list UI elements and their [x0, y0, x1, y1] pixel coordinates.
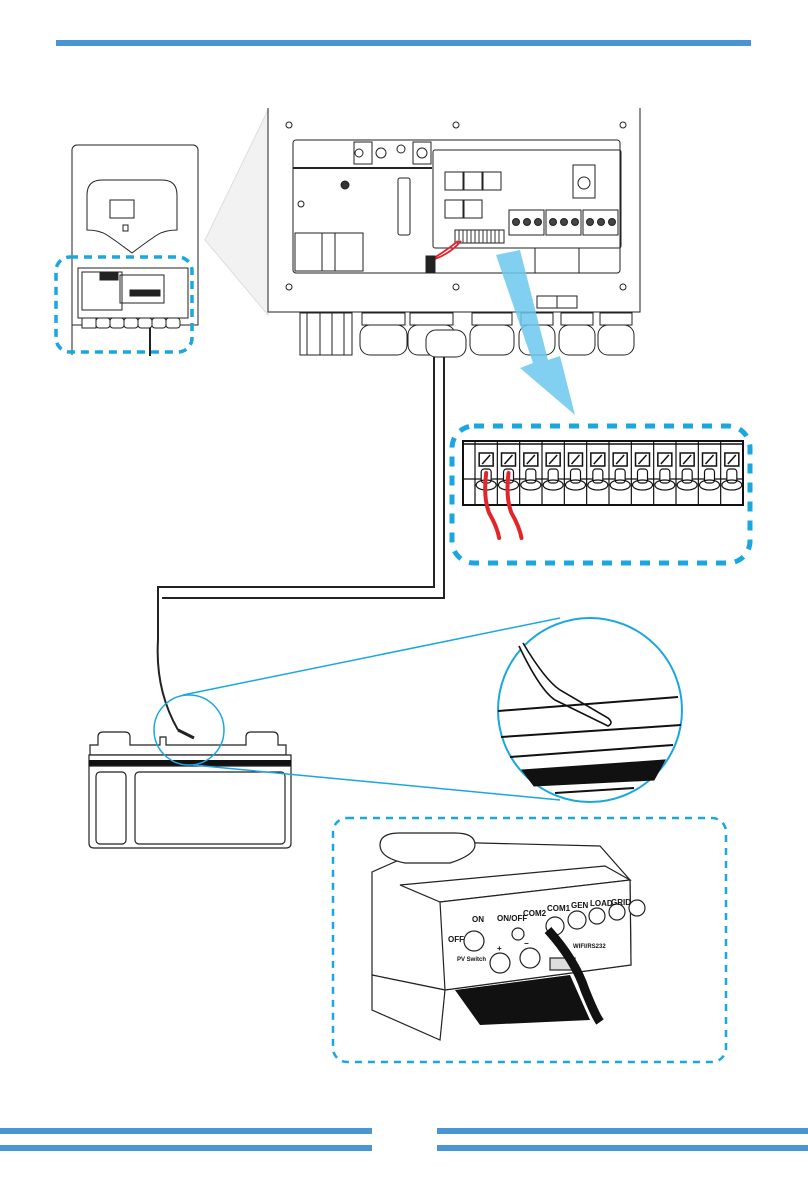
label-gen: GEN — [571, 901, 589, 910]
label-plus: + — [497, 944, 502, 953]
label-on: ON — [472, 915, 484, 924]
label-grid: GRID — [611, 898, 631, 907]
label-load: LOAD — [590, 899, 613, 908]
label-off: OFF — [448, 935, 464, 944]
cable-glands — [300, 313, 634, 357]
label-com2: COM2 — [523, 909, 547, 918]
label-pv-switch: PV Switch — [457, 957, 486, 963]
inverter-overview — [72, 145, 198, 356]
label-minus: − — [524, 939, 529, 948]
sensor-cable — [158, 357, 444, 730]
zoom-wedge — [205, 110, 268, 315]
label-com1: COM1 — [547, 904, 571, 913]
label-wifi: WIFI/RS232 — [573, 944, 606, 950]
terminal-block-detail — [463, 441, 743, 538]
cable-glands-small — [82, 318, 180, 328]
battery — [89, 730, 291, 848]
wiring-compartment-detail — [268, 108, 640, 312]
